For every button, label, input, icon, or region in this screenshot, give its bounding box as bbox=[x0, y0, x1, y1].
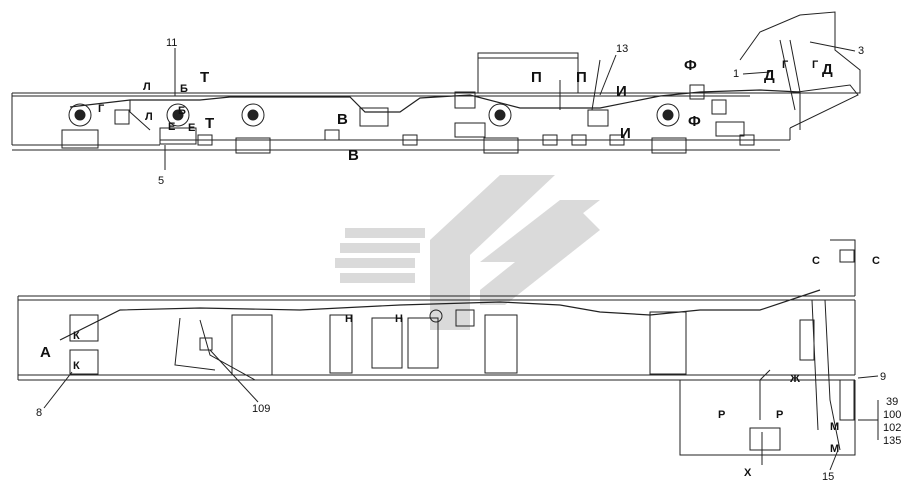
callout-5: 5 bbox=[158, 175, 164, 187]
bottom-assemblies bbox=[69, 249, 855, 451]
letter-M1: М bbox=[830, 421, 839, 433]
letter-A: А bbox=[40, 344, 51, 361]
watermark-logo bbox=[335, 175, 600, 330]
bottom-frame bbox=[17, 239, 856, 465]
letter-F2: Ф bbox=[688, 113, 701, 130]
letter-S2: С bbox=[872, 255, 880, 267]
callout-8: 8 bbox=[36, 407, 42, 419]
letter-P1: П bbox=[531, 69, 542, 86]
letter-S1: С bbox=[812, 255, 820, 267]
top-callouts: 11 13 3 1 5 bbox=[158, 37, 864, 187]
letter-T1: Т bbox=[200, 69, 209, 86]
letter-B2: Б bbox=[178, 105, 186, 117]
letter-V2: В bbox=[348, 147, 359, 164]
letter-E2: Е bbox=[188, 122, 195, 134]
callout-109: 109 bbox=[252, 403, 270, 415]
letter-E1: Е bbox=[168, 121, 175, 133]
axle-1 bbox=[61, 103, 99, 149]
axle-5 bbox=[651, 103, 687, 154]
letter-F1: Ф bbox=[684, 57, 697, 74]
letter-I2: И bbox=[620, 125, 631, 142]
letter-ZH: Ж bbox=[789, 373, 800, 385]
callout-13: 13 bbox=[616, 43, 628, 55]
letter-G: Г bbox=[98, 103, 105, 115]
letter-K1: К bbox=[73, 330, 80, 342]
top-section-letters: Г Л Л Б Б Т Т Е Е В В П П И И Ф Ф Д Д Г … bbox=[98, 57, 833, 164]
letter-R2: Р bbox=[776, 409, 783, 421]
letter-M2: М bbox=[830, 443, 839, 455]
letter-D1: Д bbox=[764, 67, 775, 84]
letter-G2: Г bbox=[782, 59, 789, 71]
top-frame bbox=[11, 11, 861, 170]
axle-3 bbox=[235, 103, 271, 154]
letter-I1: И bbox=[616, 83, 627, 100]
letter-P2: П bbox=[576, 69, 587, 86]
axle-2 bbox=[159, 103, 197, 145]
callout-100: 100 bbox=[883, 409, 901, 421]
callout-9: 9 bbox=[880, 371, 886, 383]
letter-L1: Л bbox=[143, 81, 151, 93]
letter-V1: В bbox=[337, 111, 348, 128]
letter-X: Х bbox=[744, 467, 752, 479]
letter-R1: Р bbox=[718, 409, 725, 421]
letter-L2: Л bbox=[145, 111, 153, 123]
top-wheel-assemblies bbox=[61, 84, 755, 154]
callout-11: 11 bbox=[166, 37, 177, 49]
axle-4 bbox=[483, 103, 519, 154]
callout-3: 3 bbox=[858, 45, 864, 57]
callout-102: 102 bbox=[883, 422, 901, 434]
letter-N2: Н bbox=[395, 313, 403, 325]
letter-T2: Т bbox=[205, 115, 214, 132]
letter-N1: Н bbox=[345, 313, 353, 325]
callout-15: 15 bbox=[822, 471, 834, 483]
letter-G3: Г bbox=[812, 59, 819, 71]
letter-D2: Д bbox=[822, 61, 833, 78]
bottom-section-letters: А К К Н Н С С Ж Р Р М М Х bbox=[40, 255, 880, 479]
letter-B: Б bbox=[180, 83, 188, 95]
callout-1: 1 bbox=[733, 68, 739, 80]
bottom-callouts: 8 109 9 39 100 102 135 15 bbox=[36, 349, 901, 483]
letter-K2: К bbox=[73, 360, 80, 372]
callout-39: 39 bbox=[886, 396, 898, 408]
callout-135: 135 bbox=[883, 435, 901, 447]
